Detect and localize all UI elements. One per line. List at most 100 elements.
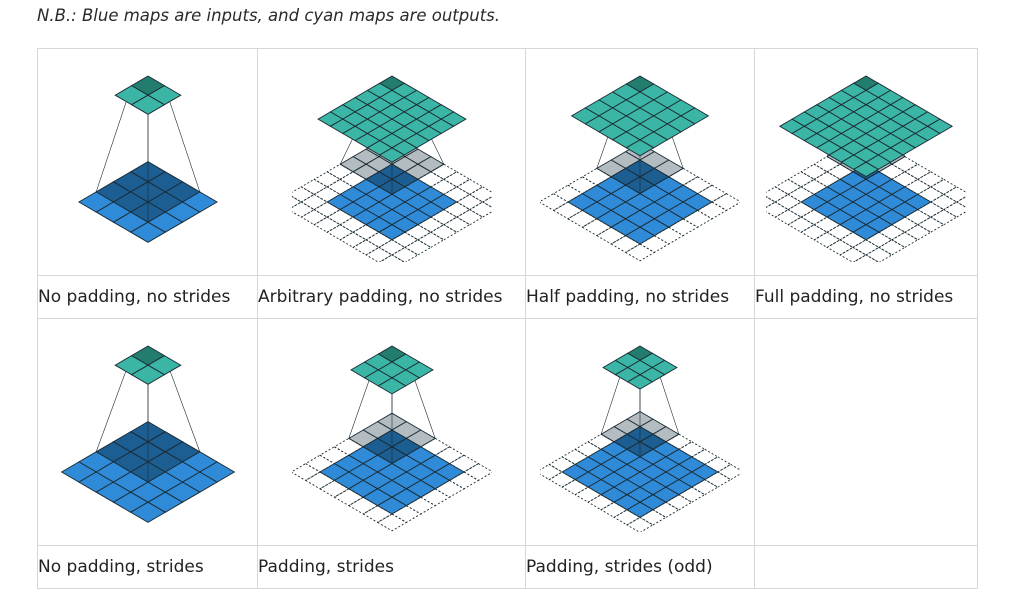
padding-cell — [839, 246, 867, 262]
output-cell — [625, 139, 655, 157]
padding-cell — [955, 196, 966, 208]
padding-cell — [639, 509, 667, 526]
figure-no-padding-no-strides — [37, 48, 258, 276]
figure-padding-strides — [257, 318, 526, 546]
padding-cell — [338, 231, 367, 248]
padding-cell — [610, 235, 641, 253]
padding-cell — [552, 201, 584, 220]
padding-cell — [624, 243, 656, 262]
padding-cell — [665, 494, 693, 511]
padding-cell — [377, 239, 406, 256]
padding-cell — [852, 254, 880, 262]
padding-cell — [347, 496, 378, 515]
padding-cell — [929, 178, 958, 195]
padding-cell — [826, 239, 854, 256]
output-cell — [130, 94, 165, 115]
padding-cell — [299, 193, 328, 211]
padding-cell — [442, 216, 471, 233]
padding-cell — [540, 463, 564, 481]
padding-cell — [318, 479, 350, 498]
conv-diagram — [540, 75, 740, 262]
padding-cell — [429, 178, 458, 195]
padding-cell — [299, 178, 328, 195]
padding-cell — [361, 505, 393, 523]
padding-cell — [766, 201, 790, 218]
input-cell — [129, 501, 166, 523]
padding-cell — [429, 224, 458, 241]
convolution-figure-table: No padding, no strides Arbitrary padding… — [37, 48, 978, 589]
output-cell — [852, 161, 880, 178]
padding-cell — [291, 463, 321, 481]
projection-line — [95, 85, 132, 193]
padding-cell — [548, 471, 577, 488]
padding-cell — [455, 193, 484, 211]
input-cell — [129, 221, 166, 243]
padding-cell — [766, 186, 790, 203]
caption-cell: No padding, strides — [37, 545, 258, 589]
figure-half-padding-no-strides — [525, 48, 755, 276]
padding-cell — [378, 254, 405, 262]
padding-cell — [703, 471, 732, 488]
conv-diagram — [766, 75, 966, 262]
caption-cell: Half padding, no strides — [525, 275, 755, 319]
figure-padding-strides-odd — [525, 318, 755, 546]
figure-no-padding-strides — [37, 318, 258, 546]
padding-cell — [800, 163, 828, 180]
padding-cell — [364, 246, 393, 262]
padding-cell — [442, 171, 471, 188]
padding-cell — [291, 186, 315, 203]
padding-cell — [312, 171, 341, 188]
padding-cell — [304, 471, 335, 490]
padding-cell — [766, 196, 777, 208]
conv-diagram — [291, 75, 492, 262]
padding-cell — [351, 239, 380, 256]
padding-cell — [416, 231, 445, 248]
caption-cell: No padding, no strides — [37, 275, 258, 319]
padding-cell — [468, 201, 492, 218]
padding-cell — [942, 186, 966, 203]
padding-cell — [813, 231, 841, 248]
padding-cell — [916, 171, 945, 188]
padding-cell — [852, 239, 880, 256]
padding-cell — [325, 224, 354, 241]
padding-cell — [587, 433, 615, 450]
output-cell — [130, 364, 165, 385]
padding-cell — [774, 209, 803, 226]
output-cell — [626, 374, 654, 390]
padding-cell — [376, 513, 407, 532]
padding-cell — [626, 516, 654, 532]
figure-empty — [754, 318, 978, 546]
padding-cell — [613, 509, 641, 526]
padding-cell — [333, 488, 364, 507]
padding-cell — [774, 178, 803, 195]
padding-cell — [291, 196, 302, 208]
padding-cell — [595, 226, 627, 245]
figure-arbitrary-padding-no-strides — [257, 48, 526, 276]
padding-cell — [540, 193, 569, 211]
padding-cell — [455, 209, 484, 226]
output-cell — [378, 147, 405, 163]
caption-cell: Arbitrary padding, no strides — [257, 275, 526, 319]
padding-cell — [916, 216, 945, 233]
padding-cell — [711, 193, 740, 211]
padding-cell — [904, 178, 932, 195]
output-cell — [376, 377, 407, 395]
padding-cell — [878, 163, 906, 180]
conv-diagram — [540, 345, 740, 532]
padding-cell — [429, 163, 458, 180]
padding-cell — [299, 209, 328, 226]
padding-cell — [774, 193, 803, 211]
padding-cell — [581, 218, 613, 237]
padding-cell — [403, 239, 432, 256]
padding-cell — [468, 186, 492, 203]
padding-cell — [338, 216, 367, 233]
padding-cell — [813, 216, 841, 233]
padding-cell — [481, 196, 492, 208]
padding-cell — [787, 216, 816, 233]
padding-cell — [312, 216, 341, 233]
conv-diagram — [77, 75, 218, 243]
caption-cell: Full padding, no strides — [754, 275, 978, 319]
padding-cell — [678, 486, 706, 503]
projection-line — [163, 85, 200, 193]
caption-cell-empty — [754, 545, 978, 589]
